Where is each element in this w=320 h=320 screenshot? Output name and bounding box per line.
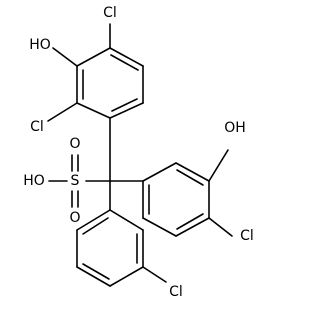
atom-label-sulfur: S <box>71 173 80 189</box>
atom-label-cl-ring1-left: Cl <box>30 119 44 135</box>
bond <box>208 149 229 182</box>
atom-label-cl-ring3: Cl <box>169 284 183 300</box>
ring-3-lower-phenyl <box>76 209 167 287</box>
bond <box>176 213 204 230</box>
atom-label-ho-ring1: HO <box>29 37 51 53</box>
atom-label-cl-ring2: Cl <box>240 228 254 244</box>
ring-2-right-phenyl <box>142 149 233 237</box>
bond <box>142 266 167 283</box>
bond <box>175 162 210 182</box>
bond <box>76 102 111 119</box>
bond <box>109 47 144 67</box>
bond <box>142 162 177 182</box>
bond <box>208 217 233 237</box>
bond <box>175 217 210 237</box>
ring-1-upper-phenyl <box>47 23 144 122</box>
bond <box>110 54 139 71</box>
atom-label-oh-ring2: OH <box>224 120 246 136</box>
bond <box>109 102 144 119</box>
bond <box>52 47 78 67</box>
atom-label-o-top: O <box>69 136 80 152</box>
bond <box>76 209 111 231</box>
bond <box>82 217 109 235</box>
bond <box>176 169 204 186</box>
bond <box>76 266 111 287</box>
chemical-structure-diagram: HO Cl Cl OH Cl HO S O O Cl <box>23 5 254 300</box>
bond <box>82 263 110 280</box>
bond <box>109 209 144 231</box>
bond <box>76 47 111 67</box>
bond <box>111 98 138 112</box>
atom-labels: HO Cl Cl OH Cl HO S O O Cl <box>23 5 254 300</box>
central-carbon-bonds <box>85 117 144 211</box>
bond <box>47 102 78 122</box>
sulfonic-acid-group <box>48 154 79 208</box>
atom-label-o-bottom: O <box>69 210 80 226</box>
atom-label-cl-ring1-top: Cl <box>103 5 117 21</box>
bond <box>142 217 177 237</box>
atom-label-ho-sulfonic: HO <box>23 173 45 189</box>
bond <box>109 266 144 287</box>
